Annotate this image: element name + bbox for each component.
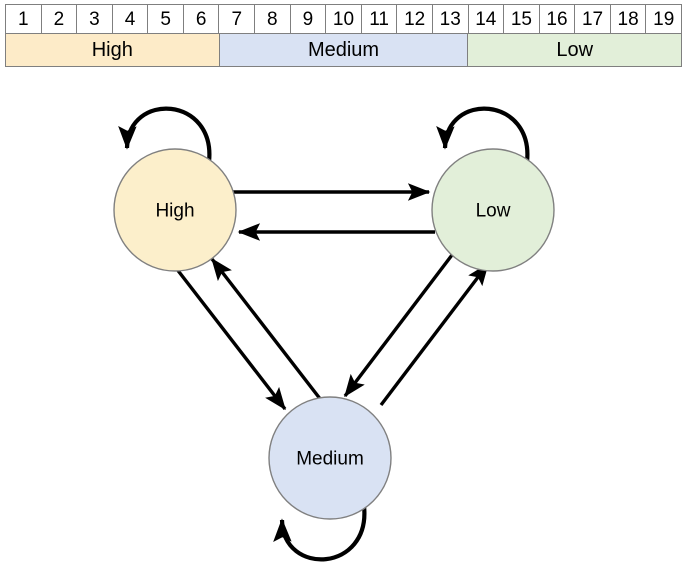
state-transition-diagram: High Low Medium bbox=[0, 78, 685, 577]
edge-medium-to-high bbox=[210, 257, 323, 402]
tick-cell: 15 bbox=[503, 4, 539, 34]
node-medium-label: Medium bbox=[296, 449, 364, 470]
graph-canvas: High Low Medium bbox=[113, 106, 555, 562]
tick-cell: 18 bbox=[609, 4, 646, 34]
node-low[interactable]: Low bbox=[431, 148, 555, 272]
edge-medium-self-loop bbox=[273, 505, 367, 562]
band-cell-high: High bbox=[5, 34, 219, 67]
node-low-circle[interactable] bbox=[431, 148, 555, 272]
tick-cell: 14 bbox=[467, 4, 504, 34]
node-high-circle[interactable] bbox=[113, 148, 237, 272]
tick-cell: 1 bbox=[5, 4, 41, 34]
node-medium-circle[interactable] bbox=[268, 396, 392, 520]
edge-high-to-medium bbox=[174, 266, 287, 411]
band-cell-low: Low bbox=[467, 34, 683, 67]
tick-cell: 13 bbox=[431, 4, 468, 34]
tick-cell: 6 bbox=[182, 4, 219, 34]
tick-cell: 4 bbox=[111, 4, 148, 34]
node-medium[interactable]: Medium bbox=[268, 396, 392, 520]
tick-cell: 11 bbox=[360, 4, 397, 34]
edge-group bbox=[118, 106, 530, 562]
tick-cell: 12 bbox=[396, 4, 432, 34]
node-high-label: High bbox=[155, 201, 194, 222]
node-high[interactable]: High bbox=[113, 148, 237, 272]
tick-cell: 17 bbox=[574, 4, 610, 34]
edge-medium-to-low bbox=[379, 262, 490, 407]
tick-cell: 3 bbox=[76, 4, 112, 34]
tick-cell: 2 bbox=[40, 4, 77, 34]
tick-cell: 19 bbox=[645, 4, 682, 34]
node-group: High Low Medium bbox=[113, 148, 555, 520]
edge-low-to-medium bbox=[343, 253, 454, 398]
tick-cell: 8 bbox=[254, 4, 290, 34]
tick-cell: 10 bbox=[325, 4, 361, 34]
edge-high-self-loop bbox=[118, 106, 212, 163]
tick-cell: 5 bbox=[147, 4, 183, 34]
tick-cell: 7 bbox=[218, 4, 255, 34]
node-low-label: Low bbox=[476, 201, 511, 222]
tick-cell: 9 bbox=[289, 4, 326, 34]
edge-low-self-loop bbox=[436, 106, 530, 163]
tick-cell: 16 bbox=[538, 4, 575, 34]
band-cell-medium: Medium bbox=[218, 34, 468, 67]
